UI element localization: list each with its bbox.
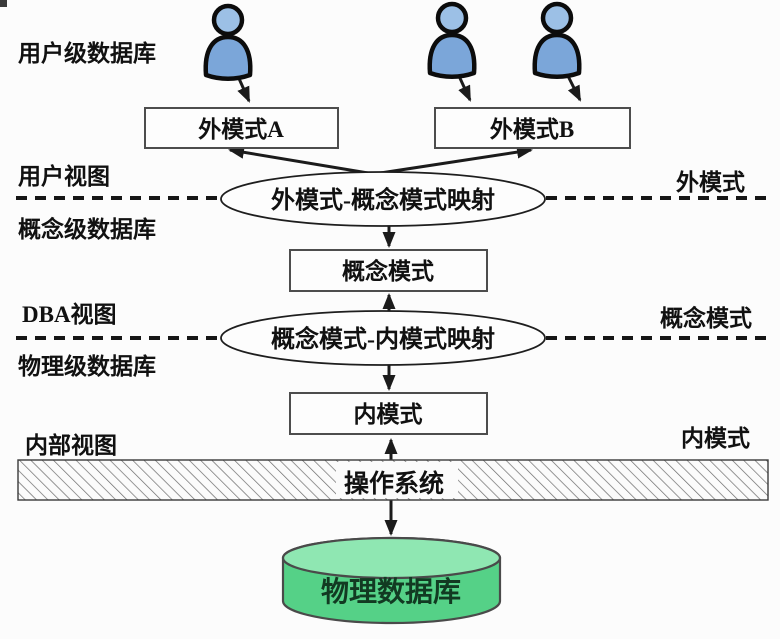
physical-database-cylinder: 物理数据库 <box>281 536 502 625</box>
user-level-db-label: 用户级数据库 <box>18 40 156 66</box>
user-icon-2 <box>427 1 477 79</box>
external-conceptual-mapping-label: 外模式-概念模式映射 <box>271 186 495 214</box>
os-label-backing <box>336 462 458 498</box>
conceptual-internal-mapping-label: 概念模式-内模式映射 <box>271 325 495 353</box>
arrows <box>228 73 582 536</box>
external-schema-b-label: 外模式B <box>490 116 574 142</box>
conceptual-schema-box <box>289 249 488 292</box>
schema-boxes: 外模式A 外模式B 概念模式 内模式 <box>144 107 631 435</box>
user-icon-3 <box>532 1 582 79</box>
external-schema-a-box <box>144 107 339 149</box>
right-schema-labels: 外模式 概念模式 内模式 <box>660 169 752 451</box>
dba-view-label: DBA视图 <box>22 301 117 327</box>
internal-schema-side-label: 内模式 <box>681 426 750 451</box>
arrow-mapping1-to-schema-a <box>228 145 375 176</box>
os-bar-label: 操作系统 <box>344 469 444 498</box>
external-schema-side-label: 外模式 <box>676 169 745 195</box>
conceptual-schema-side-label: 概念模式 <box>660 305 752 331</box>
arrow-mapping1-to-schema-b <box>373 145 533 176</box>
internal-schema-box <box>289 392 488 435</box>
internal-view-label: 内部视图 <box>25 432 117 458</box>
external-schema-a-label: 外模式A <box>198 116 284 142</box>
user-icon-1 <box>203 3 253 81</box>
arrow-user2-to-schema-b <box>457 75 472 102</box>
left-level-labels: 用户级数据库 用户视图 概念级数据库 DBA视图 物理级数据库 内部视图 <box>18 40 156 458</box>
user-icons <box>203 1 582 81</box>
cylinder-top <box>281 536 502 580</box>
physical-level-db-label: 物理级数据库 <box>18 353 156 379</box>
conceptual-level-db-label: 概念级数据库 <box>18 216 156 242</box>
internal-schema-label: 内模式 <box>354 402 423 427</box>
user-view-label: 用户视图 <box>18 163 110 189</box>
arrow-user3-to-schema-b <box>566 75 582 102</box>
conceptual-schema-label: 概念模式 <box>342 258 434 284</box>
level-separators <box>16 196 769 340</box>
external-conceptual-mapping-ellipse <box>220 171 546 227</box>
mapping-ellipses: 外模式-概念模式映射 概念模式-内模式映射 <box>220 171 546 366</box>
operating-system-bar: 操作系统 <box>17 459 769 501</box>
conceptual-internal-mapping-ellipse <box>220 310 546 366</box>
physical-database-label: 物理数据库 <box>321 576 461 608</box>
corner-artifact <box>0 0 7 7</box>
external-schema-b-box <box>434 107 631 149</box>
